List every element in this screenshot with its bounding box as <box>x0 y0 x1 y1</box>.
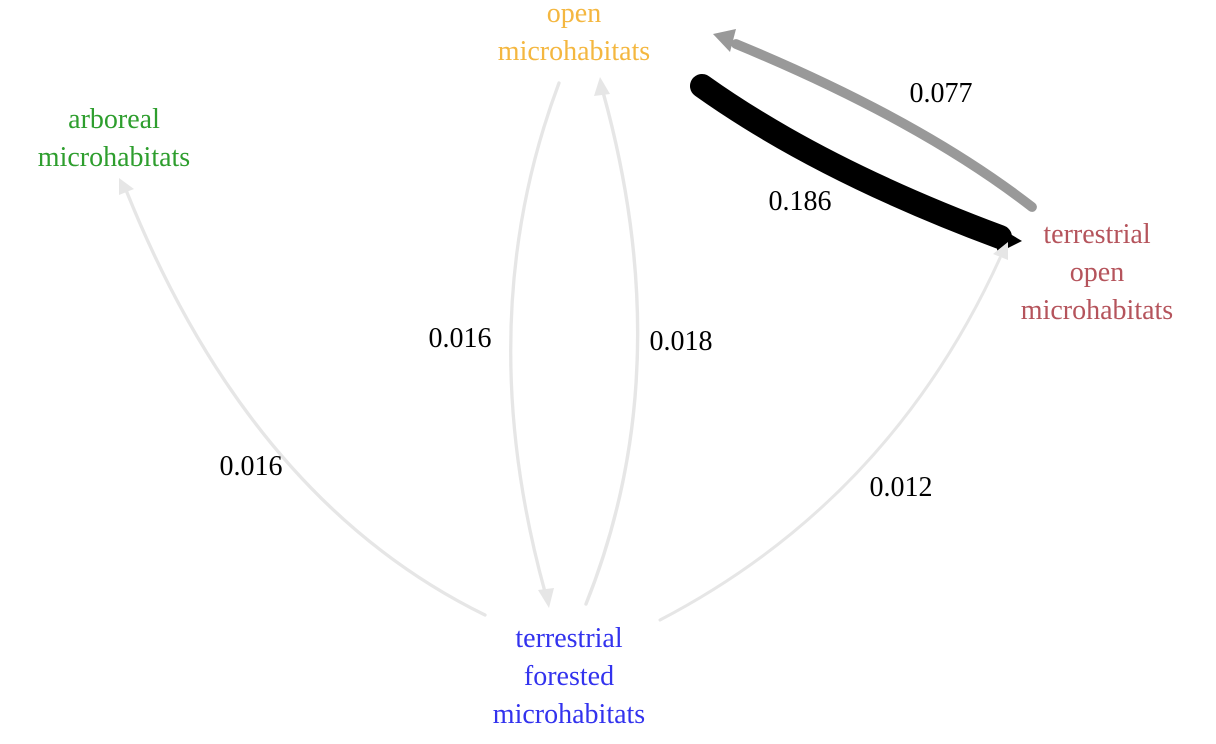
arrowhead-open-to-terrestrial-forested <box>538 588 554 608</box>
node-label-line: open <box>547 0 601 29</box>
arrowhead-terrestrial-forested-to-open <box>594 77 610 96</box>
node-label-line: forested <box>524 661 614 692</box>
arrowhead-open-to-terrestrial-open <box>990 222 1022 253</box>
node-label-line: microhabitats <box>493 699 645 730</box>
node-arboreal-microhabitats: arboreal microhabitats <box>38 104 190 173</box>
edge-terrestrial-forested-to-arboreal <box>124 188 487 617</box>
node-label-line: terrestrial <box>515 623 622 654</box>
edge-label-terrestrial-forested-to-arboreal: 0.016 <box>220 451 283 482</box>
arrowhead-terrestrial-forested-to-terrestrial-open <box>993 242 1008 260</box>
edge-label-terrestrial-forested-to-open: 0.018 <box>650 326 713 357</box>
edge-label-open-to-terrestrial-open: 0.186 <box>769 186 832 217</box>
arrowhead-terrestrial-forested-to-arboreal <box>119 178 134 195</box>
node-label-line: open <box>1070 257 1124 288</box>
edges <box>119 29 1037 622</box>
node-label-line: arboreal <box>68 104 160 135</box>
node-label-line: microhabitats <box>38 142 190 173</box>
edge-label-terrestrial-forested-to-terrestrial-open: 0.012 <box>870 472 933 503</box>
node-terrestrial-forested-microhabitats: terrestrial forested microhabitats <box>493 623 645 730</box>
edge-label-open-to-terrestrial-forested: 0.016 <box>429 323 492 354</box>
node-terrestrial-open-microhabitats: terrestrial open microhabitats <box>1021 219 1173 326</box>
node-label-line: microhabitats <box>498 36 650 67</box>
node-label-line: microhabitats <box>1021 295 1173 326</box>
edge-labels: 0.186 0.077 0.016 0.018 0.016 0.012 <box>220 78 973 503</box>
edge-label-terrestrial-open-to-open: 0.077 <box>910 78 973 109</box>
arrowhead-terrestrial-open-to-open <box>713 29 736 52</box>
edge-open-to-terrestrial-forested <box>509 81 561 594</box>
edge-open-to-terrestrial-open <box>690 74 1012 249</box>
edge-terrestrial-open-to-open <box>731 39 1037 212</box>
edge-terrestrial-forested-to-open <box>584 90 640 606</box>
node-label-line: terrestrial <box>1043 219 1150 250</box>
edge-terrestrial-forested-to-terrestrial-open <box>658 256 1002 622</box>
node-open-microhabitats: open microhabitats <box>498 0 650 67</box>
